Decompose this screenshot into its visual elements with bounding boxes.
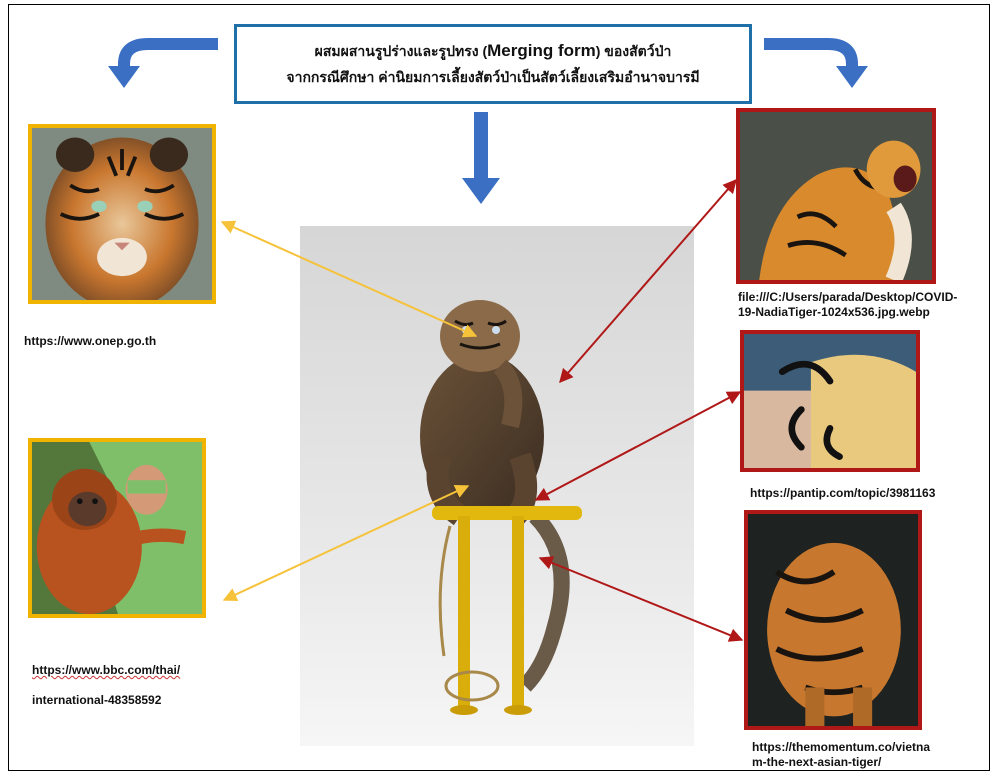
title-line-2: จากกรณีศึกษา ค่านิยมการเลี้ยงสัตว์ป่าเป็… <box>286 69 700 85</box>
source-orangutan-line-2: international-48358592 <box>32 693 162 707</box>
tiger-body-photo <box>744 510 922 730</box>
title-line-1: ผสมผสานรูปร่างและรูปทรง (Merging form) ข… <box>315 38 672 64</box>
poster-frame <box>8 4 990 771</box>
merged-creature-artwork <box>300 226 694 746</box>
title-highlight: Merging form <box>487 41 596 60</box>
source-tiger-face: https://www.onep.go.th <box>24 334 157 348</box>
source-claws: https://pantip.com/topic/3981163 <box>750 486 936 500</box>
orangutan-photo <box>28 438 206 618</box>
tiger-face-photo <box>28 124 216 304</box>
title-box: ผสมผสานรูปร่างและรูปทรง (Merging form) ข… <box>234 24 752 104</box>
roaring-tiger-photo <box>736 108 936 284</box>
source-orangutan-line-1: https://www.bbc.com/thai/ <box>32 663 181 677</box>
tiger-claws-photo <box>740 330 920 472</box>
source-roaring-tiger: file:///C:/Users/parada/Desktop/COVID- 1… <box>738 290 958 319</box>
title-line-1-suffix: ) ของสัตว์ป่า <box>595 43 672 59</box>
source-tiger-body: https://themomentum.co/vietna m-the-next… <box>752 740 931 769</box>
title-line-1-prefix: ผสมผสานรูปร่างและรูปทรง ( <box>314 43 488 59</box>
source-orangutan: https://www.bbc.com/thai/ international-… <box>32 648 180 708</box>
